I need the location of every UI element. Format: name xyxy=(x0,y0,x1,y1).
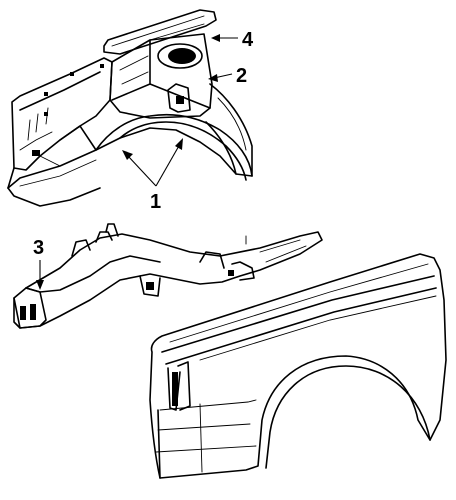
callout-label-3: 3 xyxy=(33,237,44,259)
callout-label-2: 2 xyxy=(236,65,247,87)
callout-label-1: 1 xyxy=(150,191,161,213)
callout-1: 1 xyxy=(122,138,183,213)
fender-apron-assembly xyxy=(7,9,253,207)
callout-4: 4 xyxy=(211,29,254,51)
frame-rail-extension xyxy=(13,223,323,329)
callout-label-4: 4 xyxy=(242,29,254,51)
callout-2: 2 xyxy=(208,65,247,87)
callout-3: 3 xyxy=(33,237,44,290)
front-fender xyxy=(149,253,447,479)
